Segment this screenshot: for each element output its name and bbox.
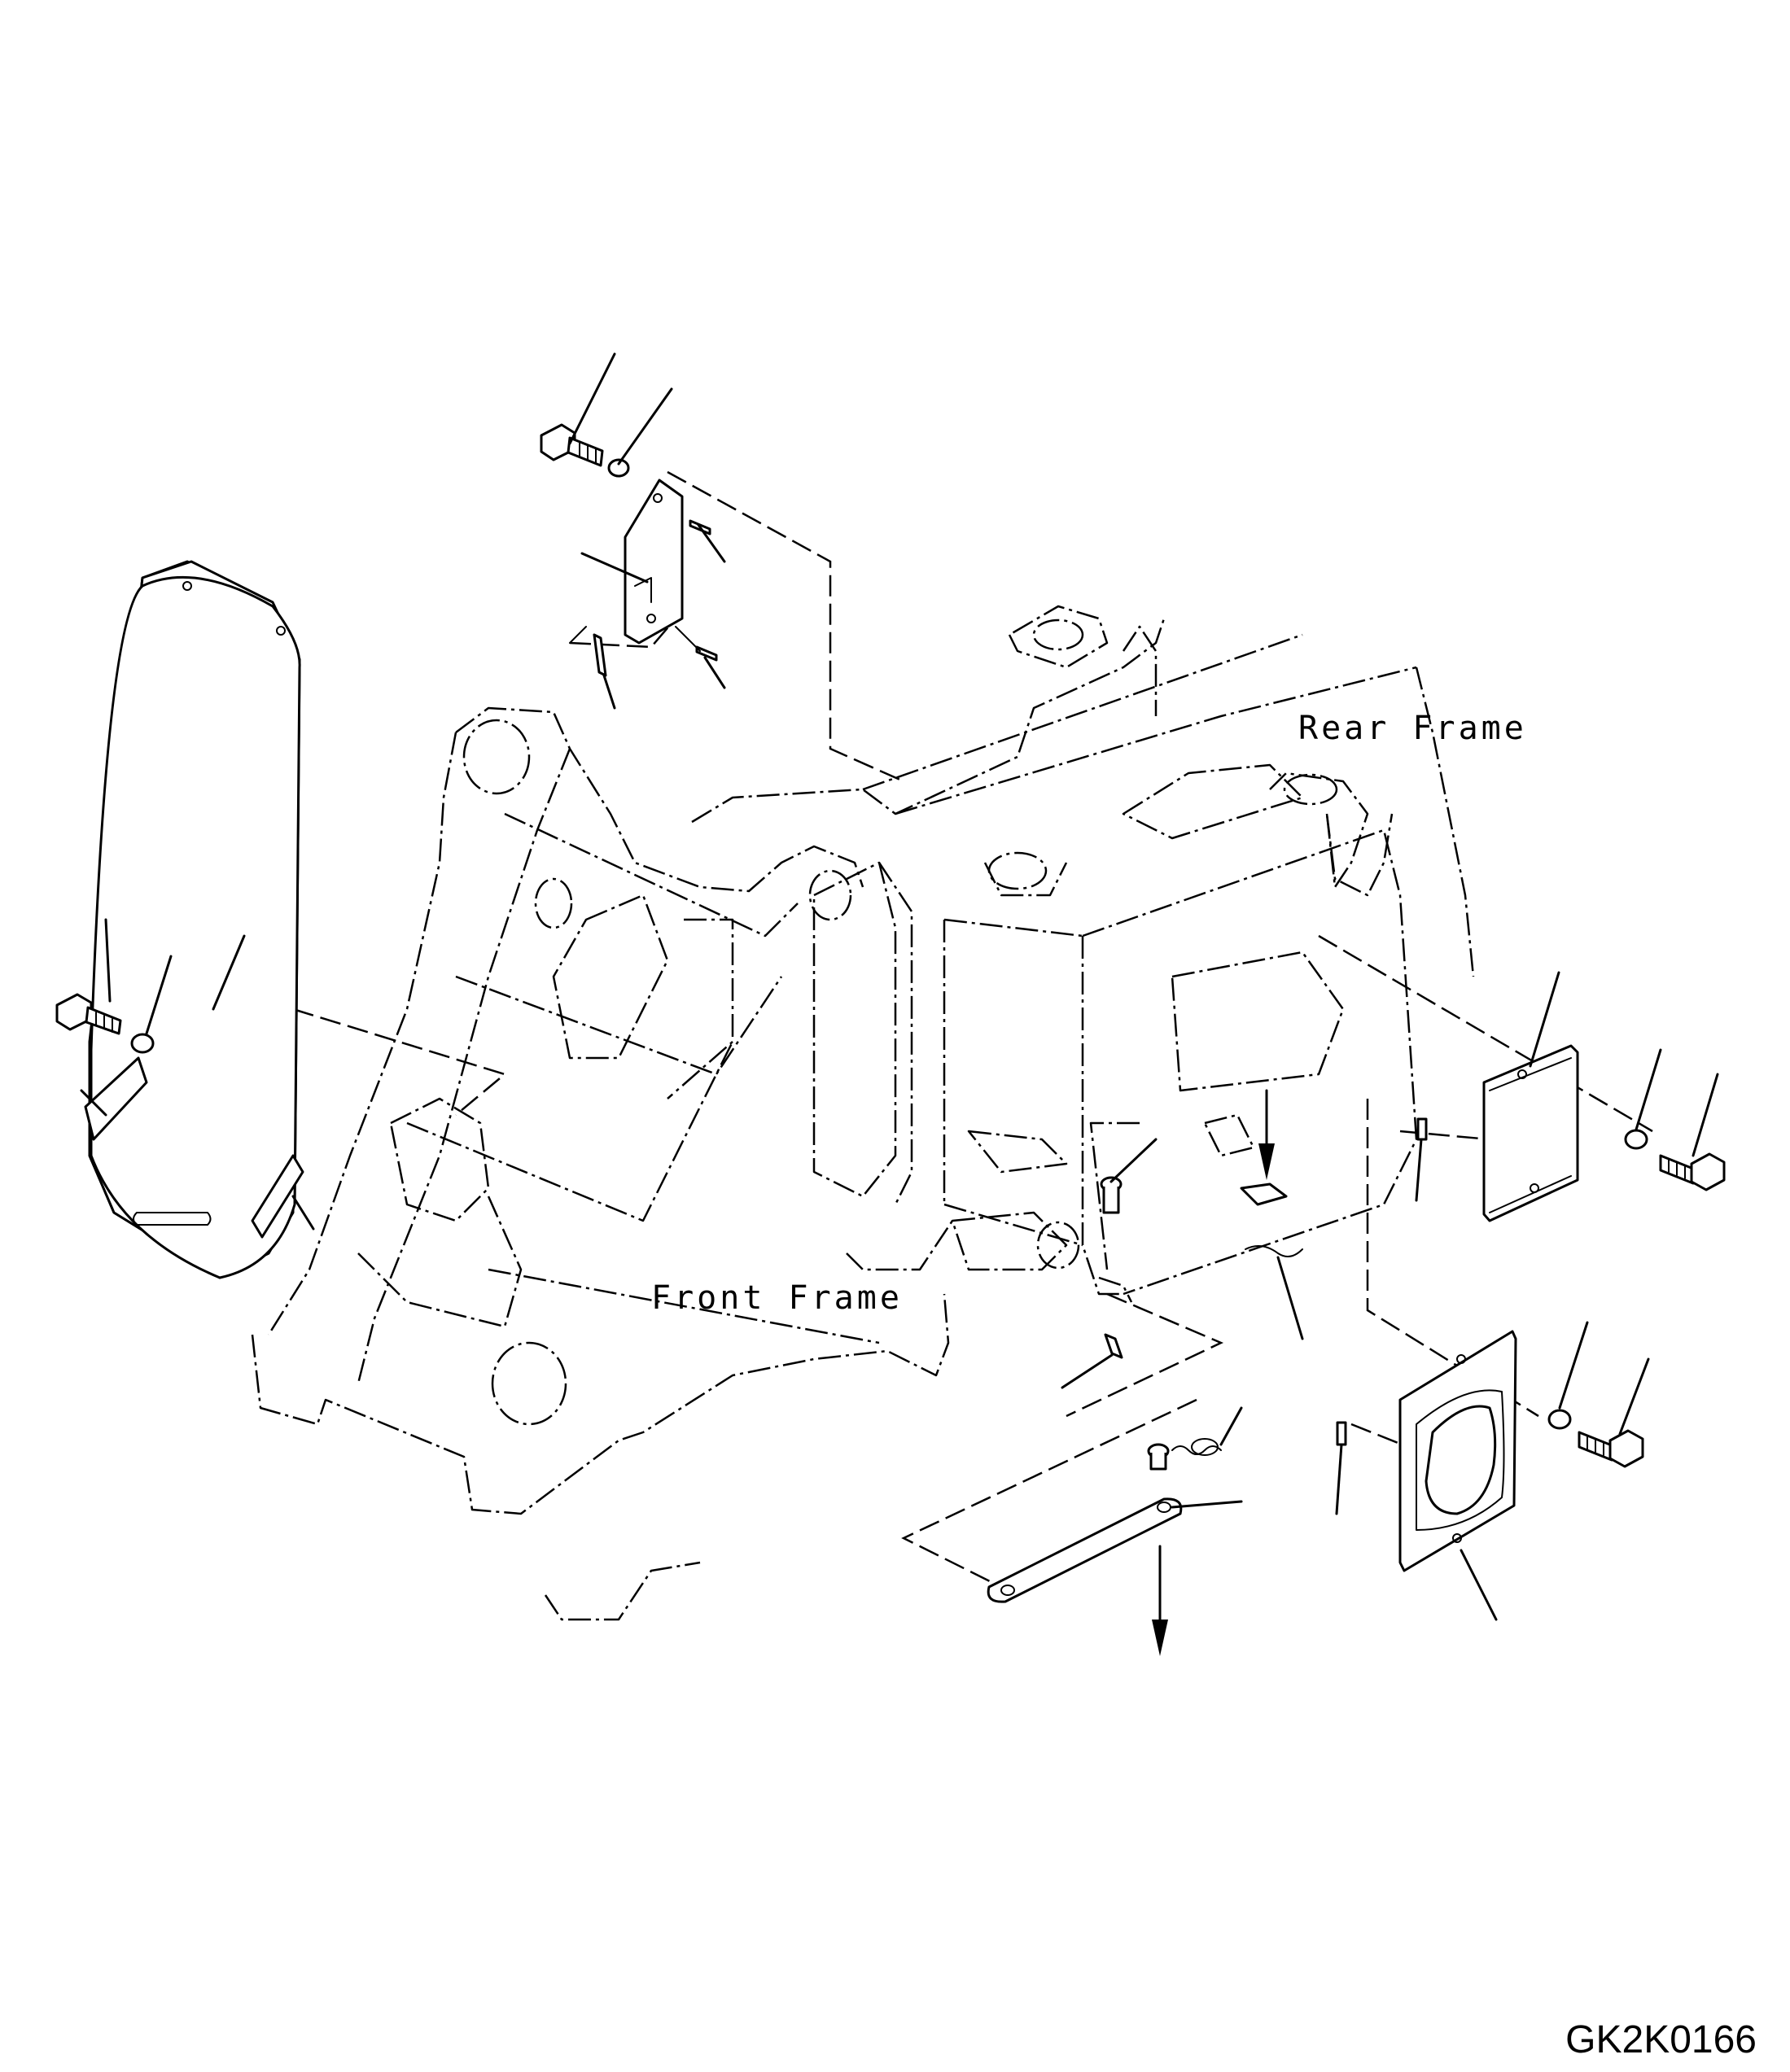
right-upper-bolt [1659, 1152, 1726, 1191]
lock-bar-assembly [987, 1176, 1303, 1603]
rear-frame-drawing [691, 605, 1475, 1303]
left-clip-upper [84, 1056, 148, 1141]
right-upper-shim [1416, 1117, 1428, 1141]
top-pin-b [695, 645, 718, 662]
left-cover-slot [133, 1212, 212, 1226]
callout-leaders [80, 352, 1719, 1621]
front-frame-label: Front Frame [651, 1279, 903, 1317]
small-plate [1240, 1182, 1288, 1206]
top-cover-assembly [540, 423, 718, 677]
arrow-head-lower [1152, 1620, 1168, 1656]
top-pin-c [593, 633, 607, 677]
right-lower-bolt [1578, 1429, 1644, 1468]
left-bolt [55, 993, 122, 1035]
right-lower-washer [1547, 1409, 1572, 1430]
drawing-code: GK2K0166 [1565, 2018, 1757, 2061]
right-upper-cover-assembly [1416, 1044, 1726, 1222]
direction-arrows [1152, 1089, 1275, 1656]
left-washer [130, 1033, 155, 1054]
right-lower-shim [1336, 1421, 1347, 1446]
right-lower-cover-opening [1425, 1405, 1497, 1515]
hinge-pin [1100, 1176, 1123, 1214]
top-washer [607, 458, 630, 478]
top-bolt [540, 423, 604, 467]
top-cover-plate [624, 479, 684, 645]
left-clip-lower [251, 1154, 304, 1239]
right-upper-washer [1624, 1129, 1648, 1150]
right-lower-cover-assembly [1336, 1330, 1644, 1572]
left-cover-assembly [55, 560, 304, 1279]
rear-frame-label: Rear Frame [1298, 710, 1527, 747]
right-upper-cover-plate [1482, 1044, 1579, 1222]
arrow-head-upper [1258, 1143, 1275, 1180]
front-frame-drawing [251, 706, 950, 1621]
lock-bar [987, 1497, 1183, 1603]
lock-pin [1147, 1438, 1222, 1471]
small-pin [1104, 1333, 1123, 1359]
